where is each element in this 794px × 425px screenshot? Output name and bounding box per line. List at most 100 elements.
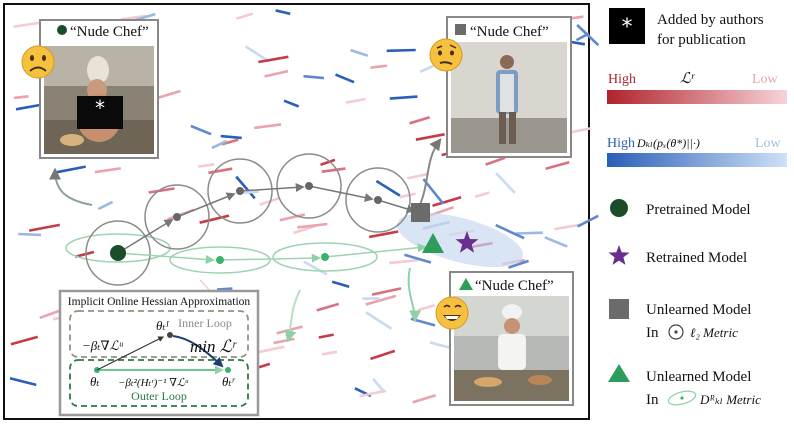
legend-retrained-marker xyxy=(608,245,630,265)
arrow-to-top-right-image xyxy=(419,138,442,206)
landscape-dash xyxy=(399,192,416,199)
landscape-dash xyxy=(577,214,599,228)
landscape-dash xyxy=(94,167,121,174)
authors-note-line1: Added by authors xyxy=(657,12,764,28)
landscape-dash xyxy=(345,97,366,104)
legend-pretrained-label: Pretrained Model xyxy=(646,202,751,218)
arrow-to-top-left-image xyxy=(49,167,93,206)
landscape-dash xyxy=(283,99,300,108)
landscape-dash xyxy=(417,304,436,312)
landscape-dash xyxy=(375,179,401,197)
landscape-dash xyxy=(321,350,338,356)
legend-unlearned-l2-line1: Unlearned Model xyxy=(646,302,751,318)
landscape-dash xyxy=(415,133,445,141)
landscape-dash xyxy=(9,377,37,387)
loss-bar-low: Low xyxy=(752,72,779,87)
landscape-dash xyxy=(259,196,280,207)
landscape-dash xyxy=(199,214,230,224)
l2-circle-chain xyxy=(85,153,411,286)
landscape-dash xyxy=(216,287,233,291)
landscape-dash xyxy=(404,253,432,264)
hessian-approximation-box: Implicit Online Hessian Approximation In… xyxy=(58,289,260,417)
landscape-dash xyxy=(208,167,233,175)
landscape-dash xyxy=(148,187,175,194)
outer-loop-box xyxy=(69,359,249,407)
landscape-dash xyxy=(275,9,291,16)
landscape-dash xyxy=(316,302,340,312)
landscape-dash xyxy=(372,377,386,393)
landscape-dash xyxy=(412,394,437,404)
kl-bar-high: High xyxy=(607,136,635,151)
happy-face-icon xyxy=(435,296,469,330)
l2-path xyxy=(117,182,416,254)
kl-path-dots xyxy=(216,253,329,264)
landscape-dash xyxy=(220,134,242,140)
l2-circle-2 xyxy=(144,184,210,250)
landscape-dash xyxy=(554,223,581,231)
landscape-dash xyxy=(258,345,285,354)
kl-path xyxy=(117,243,427,264)
loss-bar-label: ℒʳ xyxy=(680,71,696,87)
legend-retrained-label: Retrained Model xyxy=(646,250,747,266)
landscape-dash xyxy=(293,224,316,235)
loss-bar-high: High xyxy=(608,72,636,87)
authors-note-line2: for publication xyxy=(657,32,746,48)
inner-loop-box xyxy=(69,310,249,358)
pretrained-model-marker xyxy=(110,245,126,261)
legend-unlearned-kl-marker xyxy=(608,364,630,382)
landscape-dash xyxy=(389,95,418,100)
landscape-dash xyxy=(303,74,325,80)
landscape-dash xyxy=(576,24,600,47)
landscape-dash xyxy=(39,308,62,320)
kl-bar-label: Dₖₗ(pₓ(θ*)||·) xyxy=(636,136,700,150)
landscape-dash xyxy=(221,138,239,146)
unlearned-caption-square xyxy=(455,24,466,35)
landscape-dash xyxy=(432,195,462,207)
redaction-marker: * xyxy=(94,96,106,120)
landscape-dash xyxy=(335,73,355,84)
legend-l2-circle-icon xyxy=(668,324,684,340)
landscape-dash xyxy=(279,213,306,222)
landscape-dash xyxy=(350,48,369,57)
landscape-dash xyxy=(13,21,44,28)
landscape-dash xyxy=(388,258,419,265)
legend-pretrained-marker xyxy=(610,199,628,217)
authors-note-symbol: * xyxy=(620,15,633,40)
bottom-right-caption: “Nude Chef” xyxy=(475,278,554,294)
legend: * Added by authors for publication High … xyxy=(607,8,787,408)
pretrained-caption-dot xyxy=(57,25,67,35)
landscape-dash xyxy=(331,280,350,289)
skeptical-face-icon xyxy=(429,38,463,72)
landscape-dash xyxy=(365,294,397,306)
legend-unlearned-kl-prefix: In xyxy=(646,392,659,408)
theta-t-label: θₜ xyxy=(90,374,100,389)
landscape-dash xyxy=(545,161,570,170)
landscape-dash xyxy=(429,341,451,349)
landscape-dash xyxy=(190,124,212,136)
min-loss-expression: min ℒʳ xyxy=(190,337,237,356)
landscape-dash xyxy=(15,103,41,111)
landscape-dash xyxy=(13,95,29,100)
landscape-dash xyxy=(365,311,393,330)
top-right-image-panel: “Nude Chef” xyxy=(446,16,572,158)
landscape-dash xyxy=(198,163,215,168)
l2-circle-4 xyxy=(276,153,342,219)
landscape-dash xyxy=(244,45,271,63)
landscape-dash xyxy=(236,12,254,20)
bottom-right-image-panel: “Nude Chef” xyxy=(449,271,574,406)
landscape-dash xyxy=(495,223,525,240)
landscape-dash xyxy=(359,389,387,398)
landscape-dash xyxy=(97,200,114,211)
landscape-dash xyxy=(264,69,289,78)
landscape-dash xyxy=(407,172,430,180)
legend-kl-ellipse-icon xyxy=(667,390,697,406)
landscape-dash xyxy=(495,172,516,194)
theta-t-r-label: θₜʳ xyxy=(222,374,236,389)
top-right-caption: “Nude Chef” xyxy=(470,24,549,40)
landscape-dash xyxy=(74,250,95,258)
kl-ellipse-3 xyxy=(272,242,378,272)
hessian-box-title: Implicit Online Hessian Approximation xyxy=(68,296,251,308)
landscape-dash xyxy=(235,175,256,200)
landscape-dash xyxy=(368,230,399,239)
landscape-dash xyxy=(474,191,490,199)
